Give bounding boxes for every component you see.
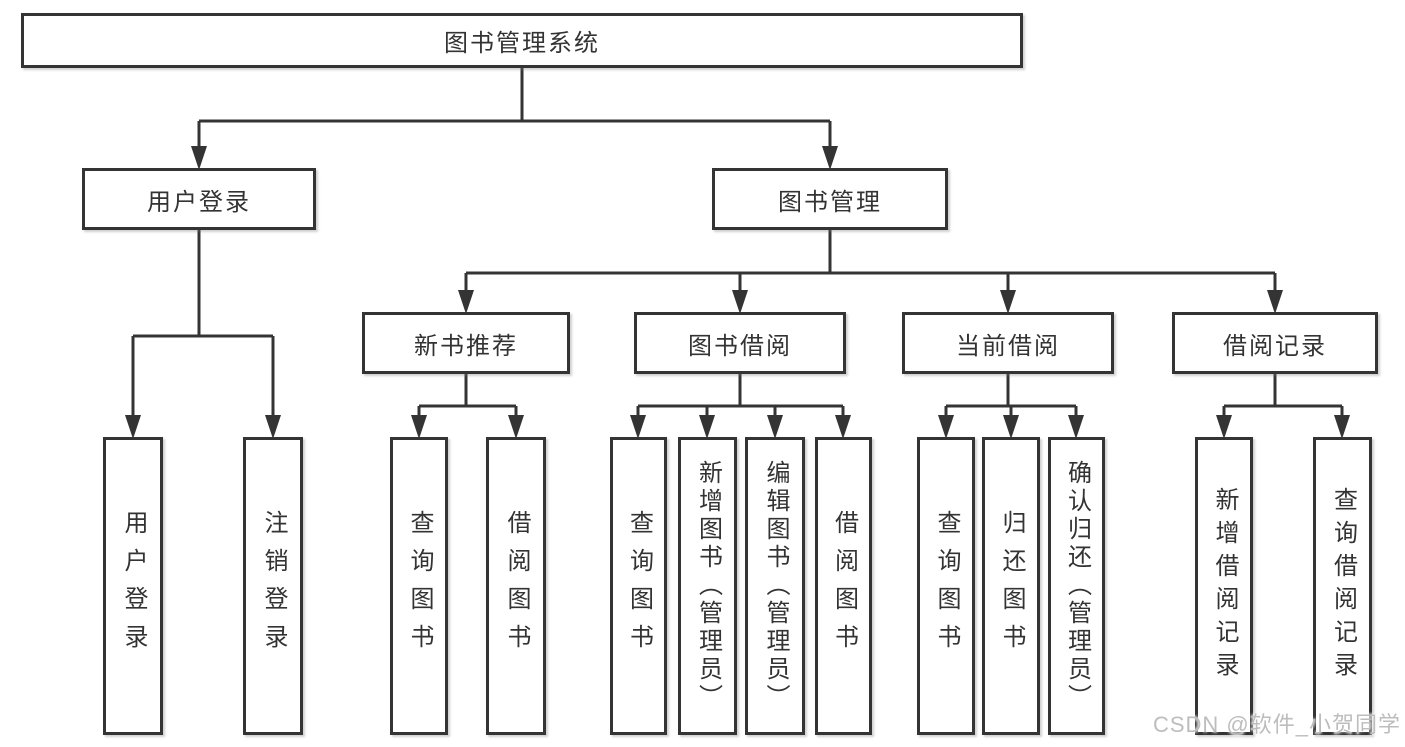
leaf-edit-book-admin: 编辑图书（管理员） bbox=[745, 437, 805, 735]
node-new-book-recommend: 新书推荐 bbox=[362, 312, 570, 374]
arrowhead bbox=[191, 146, 207, 170]
arrowhead bbox=[508, 415, 524, 439]
node-new-book-recommend-label: 新书推荐 bbox=[414, 332, 518, 360]
leaf-add-borrow-record: 新增借阅记录 bbox=[1195, 437, 1253, 735]
arrowhead bbox=[1334, 415, 1350, 439]
leaf-borrow-book-1: 借阅图书 bbox=[486, 437, 546, 735]
arrowhead bbox=[458, 290, 474, 314]
leaf-add-book-admin: 新增图书（管理员） bbox=[678, 437, 737, 735]
leaf-label: 借阅图书 bbox=[503, 510, 530, 662]
node-book-borrow-label: 图书借阅 bbox=[688, 332, 792, 360]
arrowhead bbox=[630, 415, 646, 439]
leaf-label: 编辑图书（管理员） bbox=[762, 460, 789, 712]
leaf-label: 借阅图书 bbox=[830, 510, 858, 662]
node-user-login-label: 用户登录 bbox=[147, 188, 251, 216]
leaf-label: 新增图书（管理员） bbox=[694, 460, 722, 712]
arrowhead bbox=[1003, 415, 1019, 439]
node-root-label: 图书管理系统 bbox=[444, 30, 600, 57]
node-book-management: 图书管理 bbox=[712, 168, 948, 230]
node-book-management-label: 图书管理 bbox=[778, 188, 882, 216]
leaf-user-login: 用户登录 bbox=[103, 437, 163, 735]
arrowhead bbox=[767, 415, 783, 439]
leaf-return-book: 归还图书 bbox=[982, 437, 1040, 735]
leaf-label: 查询图书 bbox=[625, 510, 653, 662]
stem-records-to-leaves bbox=[1222, 374, 1344, 419]
node-borrow-records: 借阅记录 bbox=[1172, 312, 1378, 374]
node-root: 图书管理系统 bbox=[21, 13, 1023, 68]
node-book-borrow: 图书借阅 bbox=[634, 312, 846, 374]
arrowhead bbox=[1068, 415, 1084, 439]
stem-root-to-level2 bbox=[197, 67, 832, 150]
leaf-label: 查询图书 bbox=[933, 510, 960, 662]
leaf-label: 新增借阅记录 bbox=[1211, 487, 1238, 685]
arrowhead bbox=[732, 290, 748, 314]
arrowhead bbox=[1216, 415, 1232, 439]
arrowhead bbox=[1000, 290, 1016, 314]
stem-borrow-to-leaves bbox=[636, 374, 845, 419]
csdn-watermark: CSDN @软件_小贺同学 bbox=[1152, 712, 1401, 737]
arrowhead bbox=[835, 415, 851, 439]
node-user-login: 用户登录 bbox=[82, 168, 316, 230]
leaf-query-borrow-record: 查询借阅记录 bbox=[1313, 437, 1372, 735]
stem-userlogin-to-leaves bbox=[131, 230, 275, 419]
arrowhead bbox=[699, 415, 715, 439]
arrowhead bbox=[938, 415, 954, 439]
leaf-query-book-3: 查询图书 bbox=[917, 437, 975, 735]
arrowhead bbox=[411, 415, 427, 439]
leaf-label: 注销登录 bbox=[260, 510, 287, 662]
leaf-confirm-return-admin: 确认归还（管理员） bbox=[1048, 437, 1105, 735]
arrowhead bbox=[265, 415, 281, 439]
leaf-label: 确认归还（管理员） bbox=[1063, 460, 1091, 712]
stem-current-to-leaves bbox=[944, 374, 1078, 419]
leaf-query-book-2: 查询图书 bbox=[610, 437, 667, 735]
node-borrow-records-label: 借阅记录 bbox=[1223, 332, 1327, 360]
node-current-borrow: 当前借阅 bbox=[902, 312, 1114, 374]
arrowhead bbox=[822, 146, 838, 170]
arrowhead bbox=[1267, 290, 1283, 314]
leaf-label: 用户登录 bbox=[120, 510, 147, 662]
stem-bookmgmt-to-level3 bbox=[464, 230, 1277, 293]
leaf-query-book-1: 查询图书 bbox=[390, 437, 448, 735]
leaf-logout: 注销登录 bbox=[243, 437, 303, 735]
leaf-label: 归还图书 bbox=[998, 510, 1025, 662]
arrowhead bbox=[125, 415, 141, 439]
leaf-borrow-book-2: 借阅图书 bbox=[815, 437, 872, 735]
stem-newbook-to-leaves bbox=[417, 374, 518, 419]
leaf-label: 查询图书 bbox=[406, 510, 433, 662]
node-current-borrow-label: 当前借阅 bbox=[956, 332, 1060, 360]
leaf-label: 查询借阅记录 bbox=[1329, 487, 1357, 685]
